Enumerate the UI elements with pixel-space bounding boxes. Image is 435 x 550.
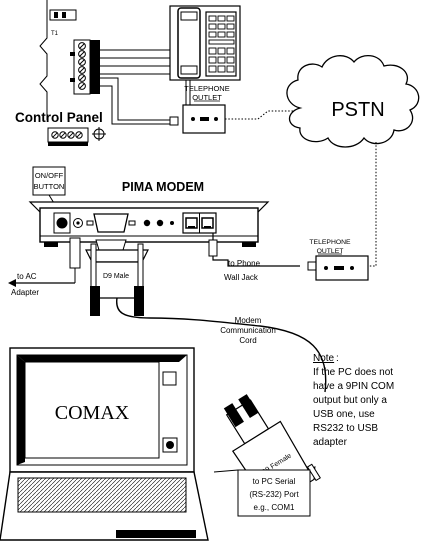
- terminal-t1: [49, 9, 77, 21]
- pima-modem-label: PIMA MODEM: [122, 180, 204, 194]
- pc-serial-port-box: to PC Serial (RS-232) Port e.g., COM1: [237, 469, 311, 517]
- d9-male-label: D9 Male: [103, 273, 129, 280]
- pc-port-label-1: to PC Serial: [253, 477, 296, 486]
- connector-arrow: [213, 469, 239, 473]
- computer-icon: COMAX: [0, 347, 209, 541]
- terminal-block: [70, 39, 100, 95]
- telephone-icon: [169, 5, 241, 81]
- telephone-outlet-right: [315, 255, 369, 281]
- note-line-2: have a 9PIN COM: [313, 381, 394, 392]
- modem-cord-label-1: Modem: [235, 316, 262, 325]
- to-phone-label-1: to Phone: [228, 259, 261, 268]
- plug-top: [169, 116, 179, 126]
- power-cable: [8, 237, 81, 287]
- modem-communication-cord: [115, 297, 327, 393]
- phone-line-to-pstn: [225, 110, 300, 120]
- pima-modem: [28, 201, 270, 247]
- pc-port-label-3: e.g., COM1: [254, 503, 295, 512]
- pstn-cloud: PSTN: [286, 55, 420, 148]
- ground-symbol: [92, 127, 106, 141]
- telephone-outlet-right-label-1: TELEPHONE: [309, 239, 351, 246]
- note-title: Note: [313, 353, 335, 364]
- control-panel: T1 Control Panel: [15, 0, 106, 146]
- bottom-terminal-strip: [47, 127, 106, 146]
- pstn-label: PSTN: [331, 99, 384, 121]
- note-line-5: RS232 to USB: [313, 423, 378, 434]
- note-line-1: If the PC does not: [313, 367, 393, 378]
- modem-cord-label-2: Communication: [220, 326, 276, 335]
- control-panel-label: Control Panel: [15, 110, 103, 125]
- control-panel-wires: [100, 49, 191, 125]
- on-off-button-callout: [32, 166, 66, 196]
- modem-cord-label-3: Cord: [239, 336, 256, 345]
- telephone-outlet-right-label-2: OUTLET: [317, 248, 344, 255]
- on-off-label-2: BUTTON: [34, 182, 65, 191]
- note-line-4: USB one, use: [313, 409, 375, 420]
- pc-port-label-2: (RS-232) Port: [249, 490, 299, 499]
- d9-male-connector: D9 Male: [85, 239, 149, 316]
- note-block: Note : If the PC does not have a 9PIN CO…: [313, 353, 394, 448]
- phone-line-pstn-to-outlet: [368, 142, 377, 267]
- terminal-t1-label: T1: [51, 31, 59, 37]
- telephone-outlet-top-label-1: TELEPHONE: [184, 84, 229, 93]
- on-off-label-1: ON/OFF: [35, 171, 64, 180]
- computer-screen-label: COMAX: [55, 402, 130, 424]
- to-phone-label-2: Wall Jack: [224, 273, 259, 282]
- note-line-3: output but only a: [313, 395, 387, 406]
- note-colon: :: [336, 353, 339, 364]
- to-ac-label-1: to AC: [17, 272, 37, 281]
- telephone-outlet-top-label-2: OUTLET: [192, 93, 222, 102]
- telephone-outlet-top: [182, 104, 226, 134]
- modem-db9-port: [93, 213, 129, 233]
- to-ac-label-2: Adapter: [11, 288, 39, 297]
- note-line-6: adapter: [313, 437, 348, 448]
